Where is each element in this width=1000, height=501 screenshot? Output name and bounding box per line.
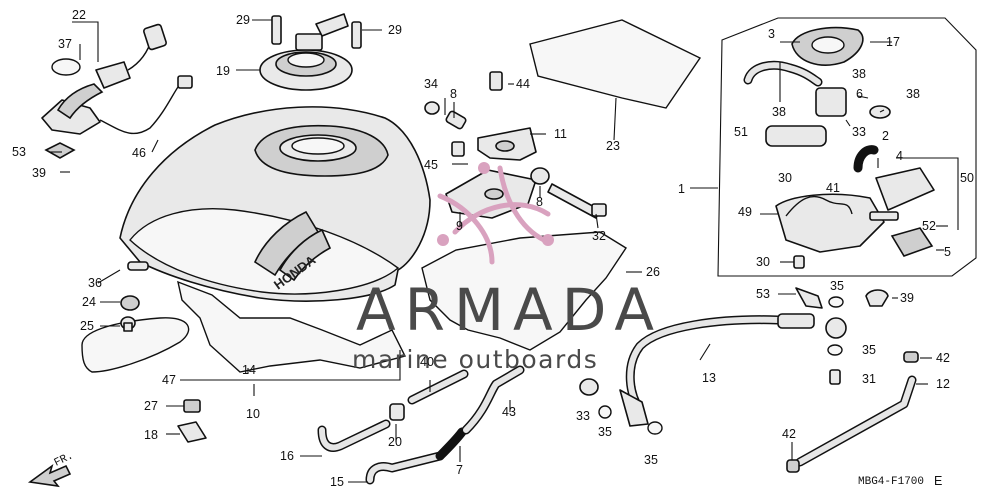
hose-clamps <box>177 399 207 443</box>
callout-23: 23 <box>606 139 620 153</box>
vent-parts <box>786 287 919 473</box>
callout-18: 18 <box>144 428 158 442</box>
fuel-hoses <box>317 313 917 485</box>
watermark-subtitle: marine outboards <box>352 345 598 374</box>
callout-32: 32 <box>592 229 606 243</box>
callout-38a: 38 <box>852 67 866 81</box>
callout-7: 7 <box>456 463 463 477</box>
callout-9: 9 <box>456 219 463 233</box>
callout-13: 13 <box>702 371 716 385</box>
heat-guard-23 <box>529 19 702 109</box>
callout-22: 22 <box>72 8 86 22</box>
side-pad-47 <box>81 317 190 373</box>
callout-24: 24 <box>82 295 96 309</box>
drawing-code-suffix: E <box>934 474 942 488</box>
callout-49: 49 <box>738 205 752 219</box>
fuel-tank: HONDA <box>119 106 431 302</box>
watermark: ARMADA marine outboards <box>352 162 663 374</box>
callout-3: 3 <box>768 27 775 41</box>
callout-12: 12 <box>936 377 950 391</box>
drawing-code: MBG4-F1700 <box>858 476 924 488</box>
callout-39b: 39 <box>900 291 914 305</box>
callout-35d: 35 <box>862 343 876 357</box>
callout-45: 45 <box>424 158 438 172</box>
callout-53a: 53 <box>12 145 26 159</box>
tank-mount-rubbers <box>120 261 149 332</box>
callout-31: 31 <box>862 372 876 386</box>
callout-27: 27 <box>144 399 158 413</box>
callout-8b: 8 <box>536 195 543 209</box>
watermark-logo <box>437 162 554 265</box>
callout-14: 14 <box>242 363 256 377</box>
callout-5: 5 <box>944 245 951 259</box>
callout-35b: 35 <box>644 453 658 467</box>
callout-35a: 35 <box>598 425 612 439</box>
callout-38c: 38 <box>906 87 920 101</box>
callout-34: 34 <box>424 77 438 91</box>
callout-35c: 35 <box>830 279 844 293</box>
tank-brackets <box>424 71 607 219</box>
callout-38b: 38 <box>772 105 786 119</box>
front-direction-marker: FR. <box>27 450 76 488</box>
callout-51: 51 <box>734 125 748 139</box>
callout-10: 10 <box>246 407 260 421</box>
callout-43: 43 <box>502 405 516 419</box>
callout-20: 20 <box>388 435 402 449</box>
fuel-pump-assembly <box>717 17 977 277</box>
callout-52: 52 <box>922 219 936 233</box>
callout-numbers: 22 37 29 29 19 34 8 44 11 45 9 8 32 23 2… <box>12 8 974 489</box>
callout-50: 50 <box>960 171 974 185</box>
callout-36: 36 <box>88 276 102 290</box>
callout-33a: 33 <box>576 409 590 423</box>
callout-17: 17 <box>886 35 900 49</box>
callout-1: 1 <box>678 182 685 196</box>
callout-25: 25 <box>80 319 94 333</box>
callout-33b: 33 <box>852 125 866 139</box>
callout-41: 41 <box>826 181 840 195</box>
callout-47: 47 <box>162 373 176 387</box>
leader-lines <box>50 19 959 483</box>
filler-cap <box>259 13 362 91</box>
callout-4: 4 <box>896 149 903 163</box>
callout-16: 16 <box>280 449 294 463</box>
callout-30b: 30 <box>756 255 770 269</box>
callout-29a: 29 <box>236 13 250 27</box>
callout-6: 6 <box>856 87 863 101</box>
callout-53b: 53 <box>756 287 770 301</box>
watermark-title: ARMADA <box>356 276 663 344</box>
callout-30a: 30 <box>778 171 792 185</box>
callout-8a: 8 <box>450 87 457 101</box>
callout-42b: 42 <box>782 427 796 441</box>
callout-2: 2 <box>882 129 889 143</box>
callout-39a: 39 <box>32 166 46 180</box>
heat-guard-26 <box>421 231 627 351</box>
fuel-gauge-sender <box>41 23 193 159</box>
callout-19: 19 <box>216 64 230 78</box>
callout-46: 46 <box>132 146 146 160</box>
callout-44: 44 <box>516 77 530 91</box>
callout-37: 37 <box>58 37 72 51</box>
callout-29b: 29 <box>388 23 402 37</box>
callout-11: 11 <box>554 127 567 141</box>
callout-40: 40 <box>420 355 434 369</box>
callout-15: 15 <box>330 475 344 489</box>
callout-26: 26 <box>646 265 660 279</box>
callout-42a: 42 <box>936 351 950 365</box>
